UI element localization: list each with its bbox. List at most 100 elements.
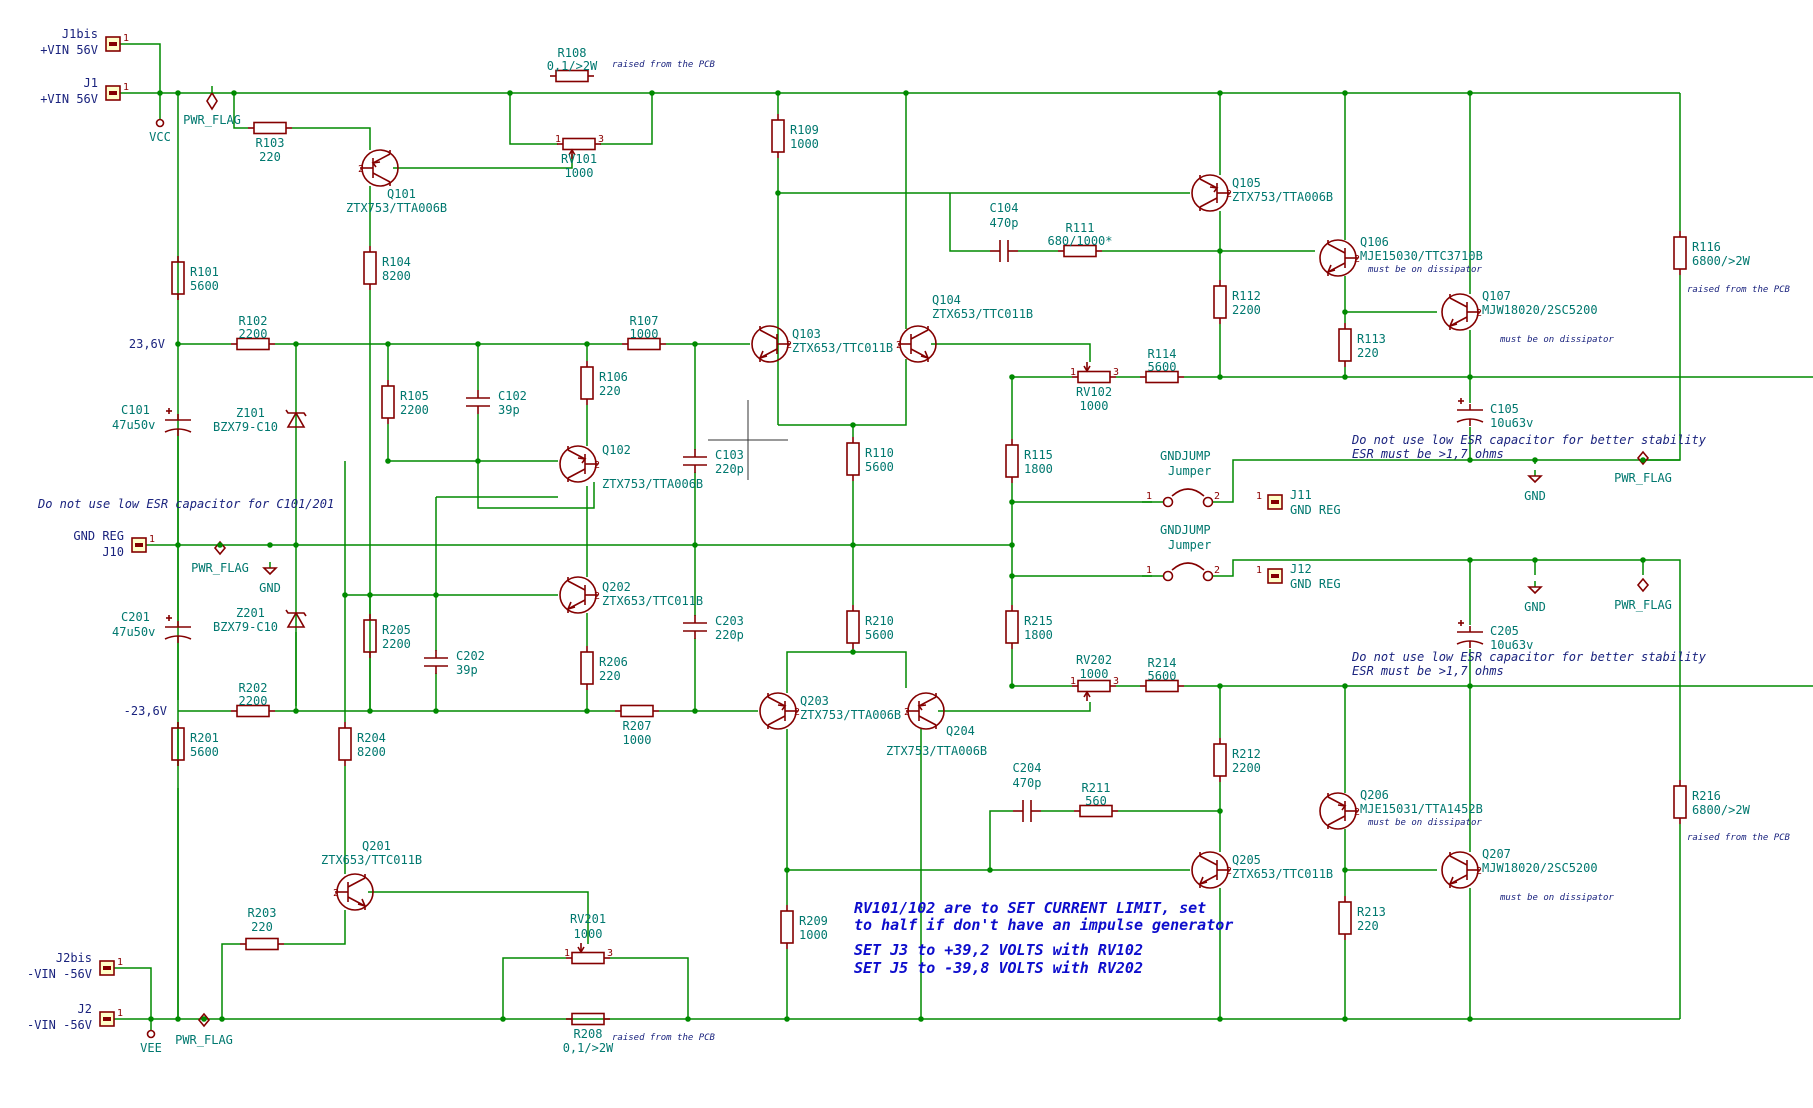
r204-resistor-body bbox=[338, 727, 352, 761]
r209-ref: R209 bbox=[799, 914, 828, 928]
r213-resistor-body bbox=[1338, 901, 1352, 935]
wire-junction bbox=[1009, 573, 1015, 579]
j1-ref: J1 bbox=[84, 76, 98, 90]
q206-value: MJE15031/TTA1452B bbox=[1360, 802, 1483, 816]
j2-ref: J2 bbox=[78, 1002, 92, 1016]
wire-junction bbox=[1009, 499, 1015, 505]
wire bbox=[938, 702, 1091, 712]
big-1: RV101/102 are to SET CURRENT LIMIT, set bbox=[854, 899, 1206, 917]
j12-ref: J12 bbox=[1290, 562, 1312, 576]
r103-ref: R103 bbox=[256, 136, 285, 150]
q202-value: ZTX653/TTC011B bbox=[602, 594, 703, 608]
r215-resistor-body bbox=[1005, 610, 1019, 644]
r204-ref: R204 bbox=[357, 731, 386, 745]
vee-symbol bbox=[146, 1029, 156, 1039]
j2-pin1: 1 bbox=[117, 1008, 123, 1019]
wire-junction bbox=[1467, 90, 1473, 96]
wire bbox=[600, 93, 653, 145]
r203-ref: R203 bbox=[248, 906, 277, 920]
wire-junction bbox=[217, 542, 223, 548]
wire-junction bbox=[692, 708, 698, 714]
r104-ref: R104 bbox=[382, 255, 411, 269]
wire-junction bbox=[685, 1016, 691, 1022]
wire-junction bbox=[1342, 1016, 1348, 1022]
q103-value: ZTX653/TTC011B bbox=[792, 341, 893, 355]
r205-ref: R205 bbox=[382, 623, 411, 637]
big-4: SET J5 to -39,8 VOLTS with RV202 bbox=[854, 959, 1143, 977]
wire bbox=[368, 891, 589, 944]
z201-ref: Z201 bbox=[236, 606, 265, 620]
r109-resistor-body bbox=[771, 119, 785, 153]
r107-value: 1000 bbox=[630, 327, 659, 341]
r101-value: 5600 bbox=[190, 279, 219, 293]
r213-value: 220 bbox=[1357, 919, 1379, 933]
q206-pin2: 2 bbox=[1354, 807, 1360, 818]
r209-value: 1000 bbox=[799, 928, 828, 942]
r201-value: 5600 bbox=[190, 745, 219, 759]
rv102-body bbox=[1077, 370, 1111, 384]
q207-note: must be on dissipator bbox=[1499, 893, 1614, 903]
r116-value: 6800/>2W bbox=[1692, 254, 1751, 268]
wire bbox=[931, 343, 1091, 362]
r113-ref: R113 bbox=[1357, 332, 1386, 346]
gndjump1-pad-1 bbox=[1162, 496, 1174, 508]
wire-junction bbox=[231, 90, 237, 96]
r110-ref: R110 bbox=[865, 446, 894, 460]
r106-ref: R106 bbox=[599, 370, 628, 384]
gndjump1-value: Jumper bbox=[1168, 464, 1211, 478]
r216-value: 6800/>2W bbox=[1692, 803, 1751, 817]
wire-junction bbox=[175, 542, 181, 548]
wire-junction bbox=[775, 190, 781, 196]
wire-junction bbox=[903, 90, 909, 96]
q106-pin2: 2 bbox=[1354, 254, 1360, 265]
rv201-ref: RV201 bbox=[570, 912, 606, 926]
pwr-flag-5-power-flag: PWR_FLAG bbox=[175, 1012, 233, 1047]
wire bbox=[120, 43, 161, 93]
r115-ref: R115 bbox=[1024, 448, 1053, 462]
j2bis-ref: J2bis bbox=[56, 951, 92, 965]
wire-junction bbox=[1342, 867, 1348, 873]
wire-junction bbox=[850, 542, 856, 548]
gnd-3-ground: GND bbox=[1524, 581, 1546, 614]
note-c105b: ESR must be >1,7 ohms bbox=[1352, 447, 1504, 461]
vcc-symbol bbox=[155, 118, 165, 128]
r207-resistor-body bbox=[620, 704, 654, 718]
r103-resistor-body bbox=[253, 121, 287, 135]
wire bbox=[387, 424, 558, 462]
c101-value: 47u50v bbox=[112, 418, 155, 432]
j11-pin1: 1 bbox=[1256, 491, 1262, 502]
j10-pin-mark bbox=[135, 543, 143, 547]
c205-ref: C205 bbox=[1490, 624, 1519, 638]
r215-ref: R215 bbox=[1024, 614, 1053, 628]
r114-value: 5600 bbox=[1148, 360, 1177, 374]
wires bbox=[114, 43, 1813, 1030]
gnd-1-ground: GND bbox=[259, 562, 281, 595]
r113-resistor-body bbox=[1338, 328, 1352, 362]
r211-ref: R211 bbox=[1082, 781, 1111, 795]
r211-value: 560 bbox=[1085, 794, 1107, 808]
wire-junction bbox=[1532, 557, 1538, 563]
q107-value: MJW18020/2SC5200 bbox=[1482, 303, 1598, 317]
wire-junction bbox=[148, 1016, 154, 1022]
rv201-pin3: 3 bbox=[607, 948, 613, 959]
j11-value: GND REG bbox=[1290, 503, 1341, 517]
wire bbox=[114, 967, 152, 1019]
rv201-body bbox=[571, 951, 605, 965]
c203-value: 220p bbox=[715, 628, 744, 642]
r212-value: 2200 bbox=[1232, 761, 1261, 775]
